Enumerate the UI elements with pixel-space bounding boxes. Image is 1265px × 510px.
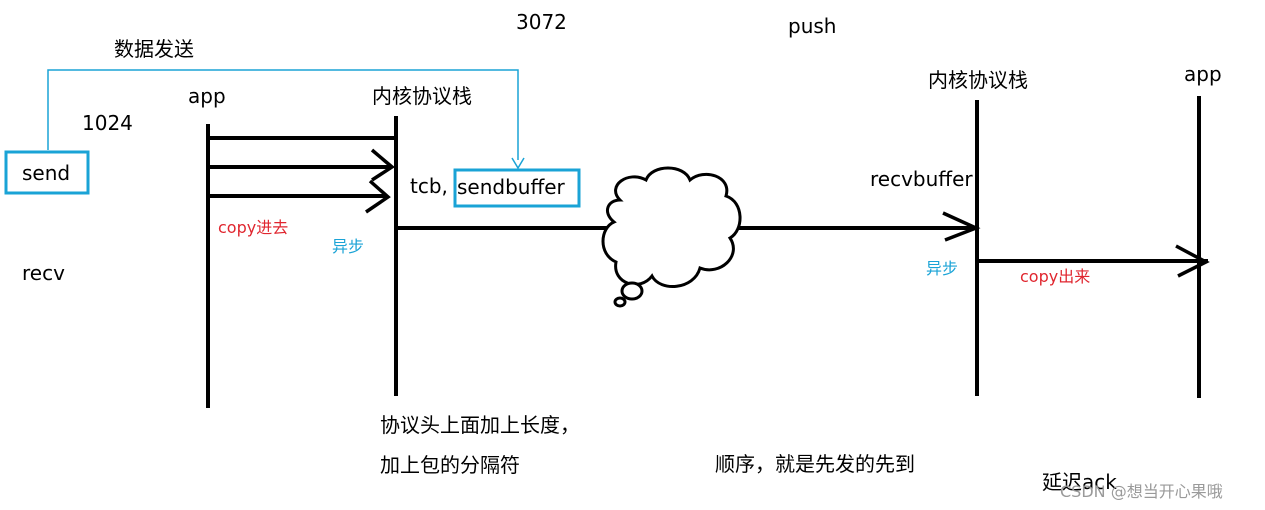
recv-label: recv	[22, 261, 65, 285]
copy-out-arrow-head	[1175, 244, 1210, 278]
kernel-left-label: 内核协议栈	[372, 84, 472, 108]
copy-out-label: copy出来	[1020, 267, 1090, 286]
note-header-line2: 加上包的分隔符	[380, 453, 520, 477]
sendbuffer-box	[453, 168, 581, 208]
data-send-label: 数据发送	[114, 37, 194, 61]
send-box	[4, 150, 90, 195]
tcb-label: tcb,	[410, 174, 448, 198]
kernel-right-label: 内核协议栈	[928, 68, 1028, 92]
send-arrow-3-head	[365, 179, 391, 214]
sendbuffer-label: sendbuffer	[457, 175, 566, 199]
data-send-bracket	[47, 69, 519, 160]
delayed-ack-label: 延迟ack	[1042, 470, 1117, 494]
send-arrow-2-head	[370, 148, 395, 182]
bracket-arrowhead	[511, 157, 525, 170]
async-left-label: 异步	[332, 237, 364, 256]
size-1024-label: 1024	[82, 111, 133, 135]
app-left-label: app	[188, 84, 226, 108]
transmit-arrow-head	[942, 211, 981, 242]
cloud-bubble-small	[613, 296, 627, 308]
csdn-watermark: CSDN @想当开心果哦	[1060, 482, 1223, 501]
copy-in-label: copy进去	[218, 218, 288, 237]
push-label: push	[788, 14, 836, 38]
network-cloud	[601, 166, 742, 288]
size-3072-label: 3072	[516, 10, 567, 34]
note-order: 顺序，就是先发的先到	[715, 452, 915, 476]
async-right-label: 异步	[926, 259, 958, 278]
send-label: send	[22, 161, 70, 185]
app-right-label: app	[1184, 62, 1222, 86]
cloud-bubble-large	[620, 281, 644, 301]
recvbuffer-label: recvbuffer	[870, 167, 973, 191]
note-header-line1: 协议头上面加上长度，	[380, 413, 580, 437]
